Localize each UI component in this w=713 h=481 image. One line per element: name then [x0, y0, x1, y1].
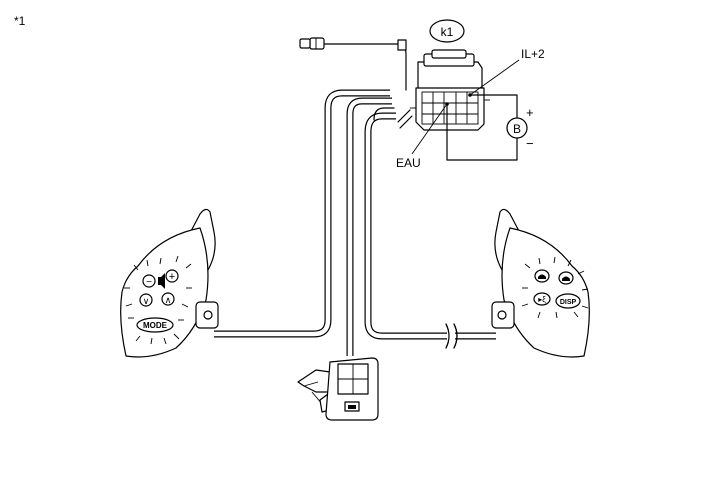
pigtail-connector	[299, 37, 407, 91]
volume-minus-label: −	[146, 277, 152, 288]
speaker-icon	[158, 273, 165, 289]
k1-callout: k1	[429, 19, 465, 43]
phone-on-icon	[538, 274, 546, 279]
disp-button	[555, 293, 581, 309]
disp-button-label: DISP	[560, 299, 577, 306]
volume-minus-button	[142, 274, 156, 288]
power-terminal-label: IL+2	[521, 47, 545, 61]
wire-harness	[214, 89, 496, 356]
seek-up-button	[161, 292, 175, 306]
left-steering-switch: − + ∨ ∧ MODE	[120, 208, 219, 358]
ground-terminal-leader	[411, 103, 448, 155]
power-terminal-leader	[469, 59, 520, 96]
ground-terminal-label: EAU	[396, 156, 421, 170]
right-illumination-rays	[521, 256, 589, 319]
seek-down-button	[139, 293, 153, 307]
battery-label: B	[513, 122, 521, 136]
voice-button	[533, 292, 551, 306]
seek-up-label: ∧	[165, 295, 172, 305]
connector-label: k1	[441, 25, 454, 39]
battery-symbol	[506, 117, 528, 139]
mode-button-label: MODE	[143, 321, 168, 330]
voice-icon: ▸ξ	[538, 295, 546, 304]
main-connector	[410, 49, 490, 131]
mode-button	[136, 317, 174, 333]
bottom-switch	[297, 357, 379, 421]
figure-marker: *1	[14, 14, 26, 28]
volume-plus-label: +	[169, 271, 175, 283]
right-steering-switch: ▸ξ DISP	[491, 208, 590, 358]
seek-down-label: ∨	[143, 296, 150, 306]
battery-positive-label: +	[526, 105, 534, 120]
volume-plus-button	[165, 269, 179, 283]
left-illumination-rays	[124, 255, 192, 345]
battery-circuit: B + −	[446, 94, 534, 161]
phone-off-icon	[562, 276, 570, 281]
battery-negative-label: −	[526, 136, 534, 151]
